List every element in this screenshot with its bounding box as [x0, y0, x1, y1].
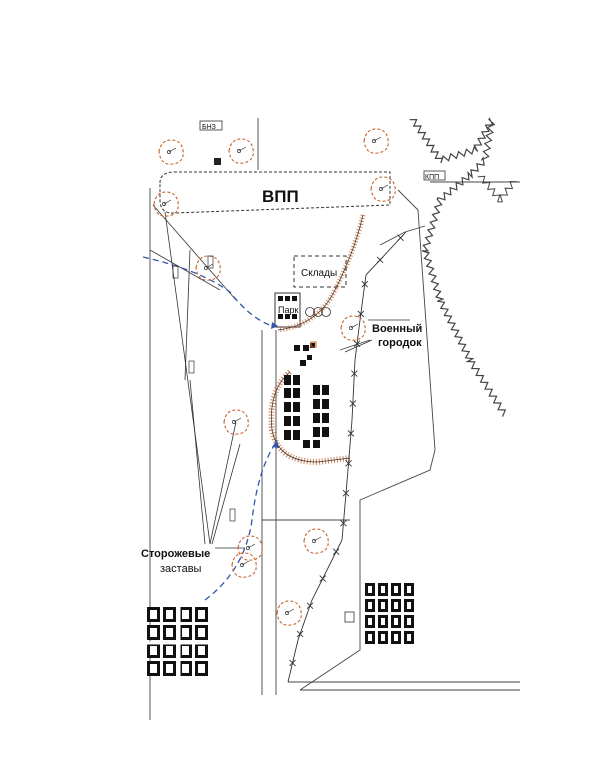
building-icon — [313, 399, 320, 409]
guard-post-icon — [370, 176, 396, 202]
tank-icon — [285, 314, 290, 319]
checkpoint-icon — [207, 255, 214, 269]
park-label: Парк — [278, 305, 298, 315]
building-icon — [293, 416, 300, 426]
building-icon — [322, 413, 329, 423]
building-icon — [322, 399, 329, 409]
guard-posts-label-2: заставы — [160, 563, 202, 575]
warehouses-label: Склады — [301, 268, 337, 279]
building-icon — [310, 341, 317, 348]
village-right — [365, 583, 414, 644]
military-town: Военный городок — [344, 319, 422, 353]
guard-post-icon — [158, 139, 184, 165]
checkpoint-icon — [172, 265, 179, 279]
building-icon — [303, 440, 310, 448]
control-point: КПП — [423, 170, 446, 181]
building-icon — [313, 440, 320, 448]
checkpoints — [172, 255, 236, 522]
guard-post-icon — [237, 535, 263, 561]
guard-post-icon — [303, 528, 329, 554]
building-icon — [293, 430, 300, 440]
guard-post-icon — [363, 128, 389, 154]
building-icon — [214, 158, 221, 165]
guard-post-icon — [195, 255, 221, 281]
park: Парк — [274, 292, 301, 328]
guard-post-icon — [231, 552, 257, 578]
military-town-label-1: Военный — [372, 323, 422, 335]
guard-post-icon — [153, 191, 179, 217]
guard-post-icon — [223, 409, 249, 435]
military-town-label-2: городок — [378, 337, 422, 349]
top-marker-label: БНЗ — [202, 124, 216, 131]
building-icon — [322, 427, 329, 437]
military-town-buildings — [284, 341, 329, 448]
guard-posts-label: Сторожевые заставы — [141, 548, 210, 575]
checkpoint-icon — [229, 508, 236, 522]
building-icon — [303, 345, 309, 351]
tank-icon — [292, 296, 297, 301]
building-icon — [284, 388, 291, 398]
building-icon — [310, 343, 315, 348]
building-icon — [293, 375, 300, 385]
approach-routes — [142, 256, 279, 601]
building-icon — [313, 413, 320, 423]
warehouses: Склады — [293, 255, 347, 288]
building-icon — [322, 385, 329, 395]
guard-post-icon — [228, 138, 254, 164]
small-building — [344, 611, 355, 623]
building-icon — [284, 416, 291, 426]
barracks-embankment — [268, 369, 351, 466]
barbed-fence-icon — [287, 231, 407, 683]
building-icon — [313, 427, 320, 437]
tank-icon — [278, 314, 283, 319]
building-icon — [293, 402, 300, 412]
building-icon — [284, 402, 291, 412]
terrain-lines — [149, 118, 520, 720]
guard-post-callouts — [164, 211, 245, 549]
top-marker: БНЗ — [199, 120, 223, 131]
building-icon — [293, 388, 300, 398]
building-icon — [294, 345, 300, 351]
runway-label: ВПП — [262, 187, 299, 206]
guard-post-icon — [340, 315, 366, 341]
building-icon — [307, 355, 312, 360]
river-icon — [409, 117, 518, 417]
tank-icon — [292, 314, 297, 319]
building-icon — [284, 430, 291, 440]
guard-post-icon — [276, 600, 302, 626]
tank-icon — [278, 296, 283, 301]
runway: ВПП — [159, 171, 391, 214]
building-icon — [284, 375, 291, 385]
guard-posts — [153, 128, 396, 626]
tank-icon — [285, 296, 290, 301]
checkpoint-icon — [188, 360, 195, 374]
building-icon — [313, 385, 320, 395]
building-icon — [300, 360, 306, 366]
village-left — [147, 607, 212, 680]
control-point-label: КПП — [425, 174, 439, 181]
guard-posts-label-1: Сторожевые — [141, 548, 210, 560]
access-road — [277, 214, 366, 333]
